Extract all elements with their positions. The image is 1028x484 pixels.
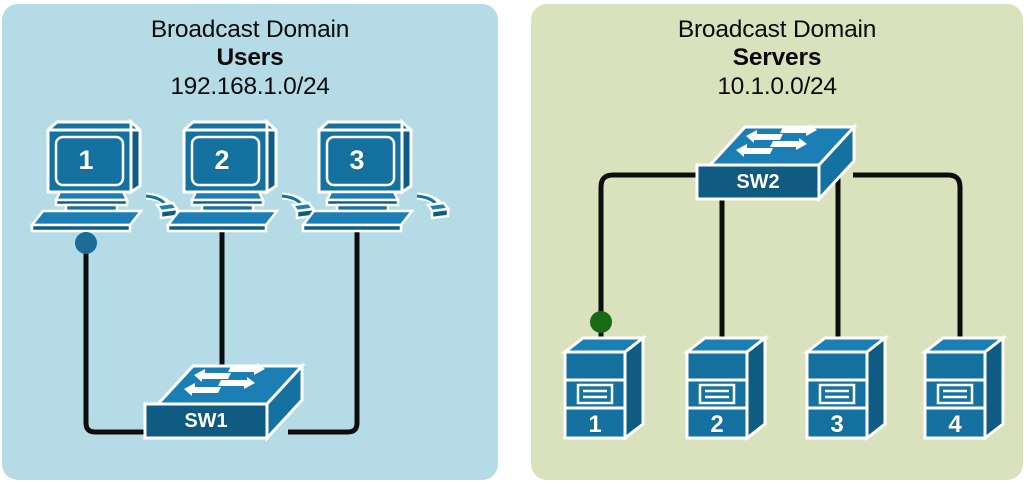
cable-sw2-server4 [853, 172, 963, 345]
users-heading-line-3: 192.168.1.0/24 [170, 72, 330, 100]
server-tower-icon[interactable] [920, 334, 1008, 442]
cable-sw2-server1 [598, 172, 697, 345]
servers-heading-line-2: Servers [732, 44, 822, 72]
cable-pc1-sw1 [83, 214, 160, 435]
desktop-pc-icon[interactable] [165, 118, 316, 233]
server-tower-icon[interactable] [682, 334, 770, 442]
cable-pc3-sw1 [288, 214, 360, 435]
users-heading-line-1: Broadcast Domain [150, 16, 350, 43]
desktop-pc-icon[interactable] [300, 118, 451, 233]
link-marker-dot-icon [590, 311, 612, 333]
servers-panel-heading: Broadcast Domain Servers 10.1.0.0/24 [531, 16, 1023, 101]
server-tower-icon[interactable] [802, 334, 890, 442]
link-marker-dot-icon [75, 232, 97, 254]
servers-heading-line-3: 10.1.0.0/24 [717, 72, 837, 100]
server-tower-icon[interactable] [560, 334, 648, 442]
network-switch-icon[interactable] [143, 362, 306, 442]
servers-heading-line-1: Broadcast Domain [677, 16, 877, 43]
desktop-pc-icon[interactable] [29, 118, 180, 233]
users-heading-line-2: Users [216, 44, 284, 72]
users-panel-heading: Broadcast Domain Users 192.168.1.0/24 [2, 16, 498, 101]
network-switch-icon[interactable] [695, 123, 858, 203]
